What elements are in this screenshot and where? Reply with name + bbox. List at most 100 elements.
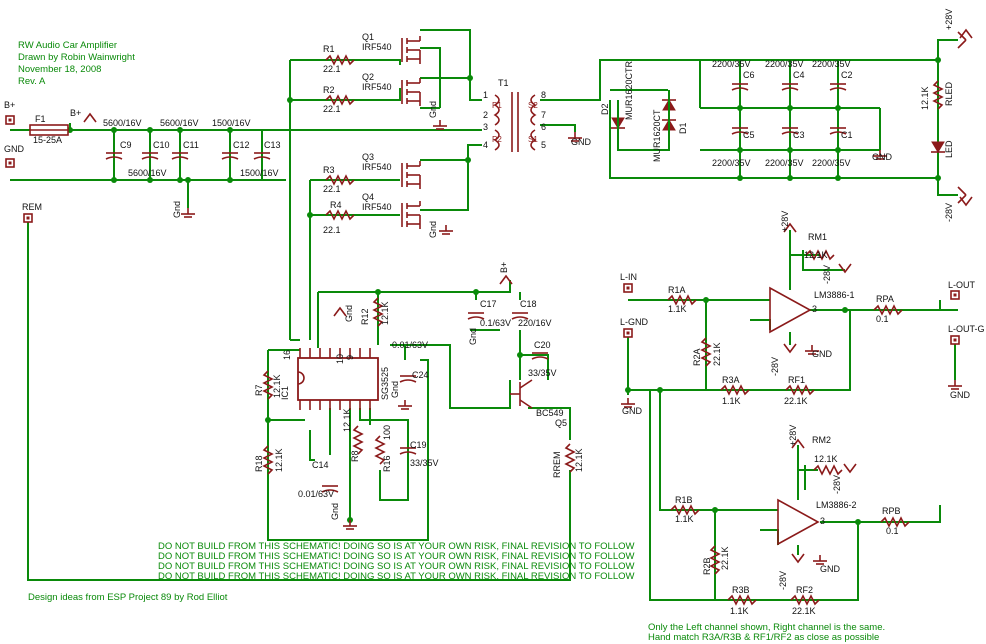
label-r1b-value: 1.1K	[675, 514, 694, 524]
port-gnd-in: GND	[622, 406, 643, 416]
label-sg3525: SG3525	[380, 367, 390, 400]
label-q2-value: IRF540	[362, 82, 392, 92]
label-f1: F1	[35, 114, 46, 124]
label-lm1: LM3886-1	[814, 290, 855, 300]
label-c20-value: 33/35V	[528, 368, 557, 378]
label-r1: R1	[323, 44, 335, 54]
port-lout: L-OUT	[948, 280, 976, 290]
label-led: LED	[944, 140, 954, 158]
pin-t1-8: 8	[541, 90, 546, 100]
label-f1-value: 15-25A	[33, 135, 62, 145]
label-q1-value: IRF540	[362, 42, 392, 52]
label-r3b-value: 1.1K	[730, 606, 749, 616]
label-rpb: RPB	[882, 506, 901, 516]
label-gnd-filter: GND	[872, 152, 893, 162]
label-c4: C4	[793, 70, 805, 80]
label-c1: C1	[841, 130, 853, 140]
label-rrem-value: 12.1K	[574, 448, 584, 472]
label-gnd-c17: Gnd	[468, 328, 478, 345]
label-r2a-value: 22.1K	[712, 342, 722, 366]
label-r16: R16	[382, 455, 392, 472]
label-gnd-input: Gnd	[172, 201, 182, 218]
label-p28-lm2: +28V	[788, 425, 798, 446]
label-r1b: R1B	[675, 495, 693, 505]
label-t1: T1	[498, 78, 509, 88]
label-c20: C20	[534, 340, 551, 350]
port-loutg: L-OUT-G	[948, 324, 985, 334]
label-gnd-q2: Gnd	[428, 101, 438, 118]
label-c4-value: 2200/35V	[765, 59, 804, 69]
label-c3-value: 2200/35V	[765, 158, 804, 168]
pin-t1-3: 3	[483, 122, 488, 132]
label-rpa: RPA	[876, 294, 894, 304]
label-c24-value: 0.01/63V	[392, 340, 428, 350]
label-r3a: R3A	[722, 375, 740, 385]
part-labels: F1 15-25A 5600/16V 5600/16V 1500/16V 560…	[33, 32, 954, 616]
label-c9-c10-value: 5600/16V	[103, 118, 142, 128]
label-q5-value: BC549	[536, 408, 564, 418]
label-d1: D1	[678, 122, 688, 134]
label-rm2: RM2	[812, 435, 831, 445]
label-d2-value: MUR1620CTR	[624, 60, 634, 120]
label-r1-value: 22.1	[323, 64, 341, 74]
pin-t1-4: 4	[483, 140, 488, 150]
label-c1-value: 2200/35V	[812, 158, 851, 168]
label-r12: R12	[360, 308, 370, 325]
label-c11: C11	[183, 140, 199, 150]
label-r8-value: 12.1K	[342, 408, 352, 432]
title-block: RW Audio Car Amplifier Drawn by Robin Wa…	[18, 40, 135, 87]
label-q2: Q2	[362, 72, 374, 82]
label-m28-rm2: -28V	[832, 475, 842, 494]
warning-line-2: DO NOT BUILD FROM THIS SCHEMATIC! DOING …	[158, 551, 635, 562]
label-gnd-lm2: GND	[820, 564, 841, 574]
label-c2-value: 2200/35V	[812, 59, 851, 69]
label-q3: Q3	[362, 152, 374, 162]
label-rf2-value: 22.1K	[792, 606, 816, 616]
label-m28-rm1: -28V	[822, 265, 832, 284]
label-r1a: R1A	[668, 285, 686, 295]
label-bplus-rail: B+	[70, 108, 81, 118]
footer-credit: Design ideas from ESP Project 89 by Rod …	[28, 592, 228, 603]
port-lin: L-IN	[620, 272, 637, 282]
label-r12-value: 12.1K	[380, 301, 390, 325]
label-c24: C24	[412, 370, 429, 380]
label-bplus-ic: B+	[499, 262, 509, 273]
label-gnd-c14: Gnd	[330, 503, 340, 520]
label-rf1: RF1	[788, 375, 805, 385]
title-line-4: Rev. A	[18, 76, 46, 87]
note-line-1: Only the Left channel shown, Right chann…	[648, 622, 885, 633]
title-line-1: RW Audio Car Amplifier	[18, 40, 117, 51]
label-gnd-c24: Gnd	[390, 381, 400, 398]
label-r3b: R3B	[732, 585, 750, 595]
label-r18-value: 12.1K	[274, 448, 284, 472]
label-rrem: RREM	[552, 452, 562, 479]
label-c18-value: 220/16V	[518, 318, 552, 328]
label-r3-value: 22.1	[323, 184, 341, 194]
pin-ic1-16: 16	[282, 350, 292, 360]
label-c13-value: 1500/16V	[240, 168, 279, 178]
label-c18: C18	[520, 299, 537, 309]
label-c10-value: 5600/16V	[128, 168, 167, 178]
label-lm2: LM3886-2	[816, 500, 857, 510]
warning-line-1: DO NOT BUILD FROM THIS SCHEMATIC! DOING …	[158, 541, 635, 552]
label-q1: Q1	[362, 32, 374, 42]
title-line-2: Drawn by Robin Wainwright	[18, 52, 135, 63]
label-gnd-ic1: Gnd	[344, 305, 354, 322]
label-q4: Q4	[362, 192, 374, 202]
port-lgnd: L-GND	[620, 317, 649, 327]
label-c19: C19	[410, 440, 427, 450]
label-c12: C12	[233, 140, 250, 150]
label-c3: C3	[793, 130, 805, 140]
label-c6: C6	[743, 70, 755, 80]
label-rled-value: 12.1K	[920, 86, 930, 110]
label-q5: Q5	[555, 418, 567, 428]
label-ic1: IC1	[280, 386, 290, 400]
label-r1a-value: 1.1K	[668, 304, 687, 314]
label-r2a: R2A	[692, 348, 702, 366]
port-minus28: -28V	[944, 203, 954, 222]
port-gnd-out: GND	[950, 390, 971, 400]
label-p1: P1	[492, 101, 502, 110]
label-r4: R4	[330, 200, 342, 210]
label-rm1-value: 12.1K	[804, 250, 828, 260]
